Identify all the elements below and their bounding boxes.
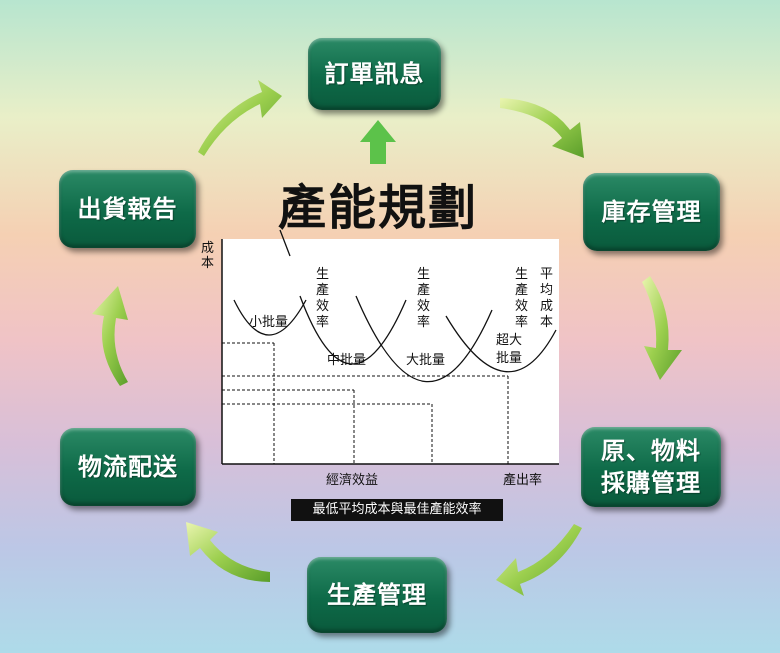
chart-area bbox=[222, 239, 559, 464]
curve-label-3: 生 產 效 率 bbox=[515, 267, 528, 330]
node-order-info[interactable]: 訂單訊息 bbox=[308, 38, 441, 110]
node-inventory-label: 庫存管理 bbox=[601, 197, 702, 226]
y-axis-label-1: 成 bbox=[201, 241, 214, 256]
batch-medium-label: 中批量 bbox=[327, 353, 366, 368]
node-shipment-report-label: 出貨報告 bbox=[77, 194, 178, 223]
node-logistics[interactable]: 物流配送 bbox=[60, 428, 196, 506]
node-inventory[interactable]: 庫存管理 bbox=[583, 173, 720, 251]
batch-small-label: 小批量 bbox=[249, 315, 288, 330]
vertical-label-char: 效 bbox=[515, 299, 528, 314]
up-arrow bbox=[360, 120, 396, 164]
vertical-label-char: 效 bbox=[316, 299, 329, 314]
chart-caption: 最低平均成本與最佳產能效率 bbox=[291, 499, 503, 521]
vertical-label-char: 均 bbox=[540, 283, 553, 298]
cycle-arrow-4 bbox=[496, 524, 582, 596]
curve-medium bbox=[299, 295, 407, 365]
x-axis-label-economic: 經濟效益 bbox=[326, 472, 378, 488]
vertical-label-char: 產 bbox=[316, 282, 329, 298]
vertical-label-char: 成 bbox=[540, 299, 553, 314]
node-shipment-report[interactable]: 出貨報告 bbox=[59, 170, 196, 248]
node-order-info-label: 訂單訊息 bbox=[324, 59, 425, 88]
vertical-label-char: 本 bbox=[540, 315, 553, 330]
cycle-arrow-5 bbox=[186, 522, 270, 582]
curve-large bbox=[355, 295, 493, 383]
curve-label-1: 生 產 效 率 bbox=[316, 267, 329, 330]
cycle-arrow-6 bbox=[92, 286, 128, 386]
page-title: 產能規劃 bbox=[277, 180, 478, 236]
cycle-arrow-1 bbox=[198, 80, 282, 156]
curve-label-2: 生 產 效 率 bbox=[417, 267, 430, 330]
vertical-label-char: 產 bbox=[417, 282, 430, 298]
vertical-label-char: 率 bbox=[417, 314, 430, 330]
curve-label-4: 平 均 成 本 bbox=[540, 267, 553, 330]
vertical-label-char: 率 bbox=[515, 314, 528, 330]
node-production-label: 生產管理 bbox=[327, 580, 427, 609]
batch-large-label: 大批量 bbox=[406, 353, 445, 368]
cycle-arrow-3 bbox=[642, 276, 682, 380]
node-purchasing-label-2: 採購管理 bbox=[601, 469, 701, 497]
curve-leader bbox=[279, 229, 291, 257]
batch-xlarge-label-1: 超大 bbox=[496, 333, 522, 348]
node-purchasing[interactable]: 原、物料 採購管理 bbox=[581, 427, 721, 507]
node-production[interactable]: 生產管理 bbox=[307, 557, 447, 633]
node-purchasing-label-1: 原、物料 bbox=[601, 436, 701, 465]
curve-xlarge bbox=[445, 315, 557, 373]
y-axis-label-2: 本 bbox=[201, 256, 214, 271]
vertical-label-char: 生 bbox=[515, 267, 528, 282]
cost-curves bbox=[233, 229, 557, 383]
node-logistics-label: 物流配送 bbox=[78, 452, 178, 481]
vertical-label-char: 生 bbox=[417, 267, 430, 282]
cost-chart: 成 本 生 產 效 率 生 產 效 率 生 產 效 率 平 均 成 本 小批量 … bbox=[201, 229, 559, 488]
curve-small bbox=[233, 299, 307, 336]
vertical-label-char: 效 bbox=[417, 299, 430, 314]
vertical-label-char: 生 bbox=[316, 267, 329, 282]
guide-lines bbox=[222, 342, 509, 464]
x-axis-label-output: 產出率 bbox=[503, 472, 542, 488]
cycle-arrow-2 bbox=[500, 98, 584, 158]
vertical-label-char: 平 bbox=[540, 267, 553, 282]
batch-xlarge-label-2: 批量 bbox=[496, 351, 522, 366]
vertical-label-char: 產 bbox=[515, 282, 528, 298]
vertical-label-char: 率 bbox=[316, 314, 329, 330]
